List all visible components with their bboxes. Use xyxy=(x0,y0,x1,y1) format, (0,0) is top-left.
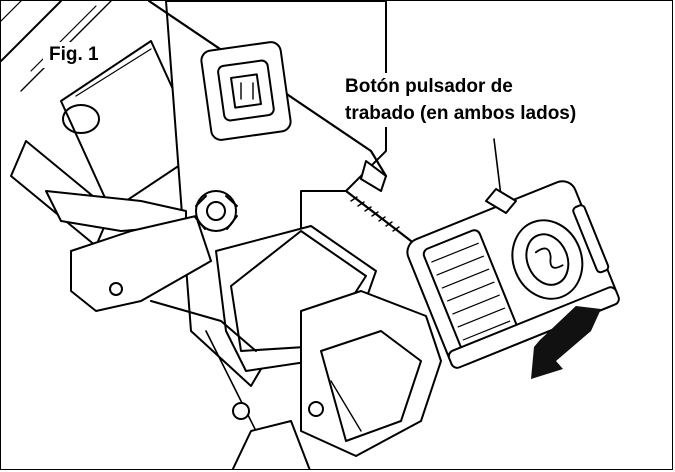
battery-dock xyxy=(231,290,442,469)
trigger-lever xyxy=(45,190,257,352)
spring-coil xyxy=(344,160,413,243)
upper-shaft xyxy=(1,1,112,92)
callout-text: Botón pulsador de trabado (en ambos lado… xyxy=(341,73,581,127)
callout-line-2: trabado (en ambos lados) xyxy=(345,103,577,124)
callout-leader xyxy=(493,138,502,197)
figure-label: Fig. 1 xyxy=(43,42,105,68)
callout-line-1: Botón pulsador de xyxy=(345,76,513,97)
adjustment-knob xyxy=(194,190,238,232)
insert-direction-arrow xyxy=(531,306,601,379)
